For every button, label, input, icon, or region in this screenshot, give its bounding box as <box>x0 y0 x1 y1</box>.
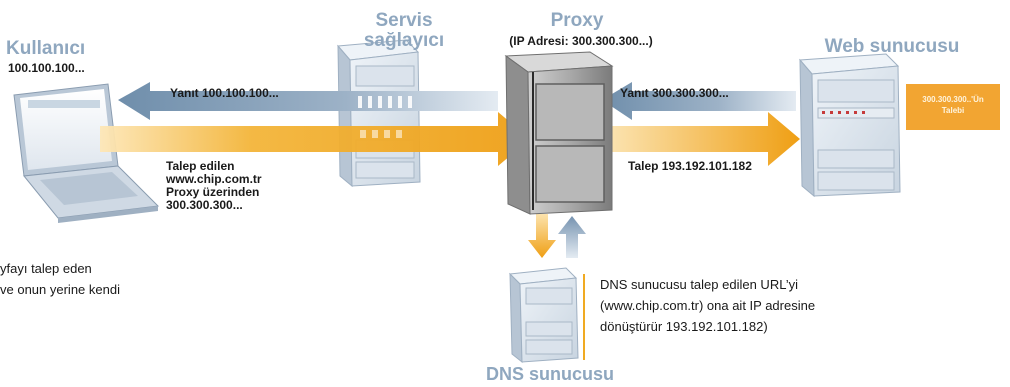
web-request-sticker-label: 300.300.300..'Ün Talebi <box>906 94 1000 116</box>
request-arrow-to-web <box>610 112 800 166</box>
web-request-sticker <box>906 84 1000 130</box>
request-arrow-to-dns <box>528 214 556 258</box>
dns-server-title: DNS sunucusu <box>485 364 614 384</box>
reply-arrow-from-dns <box>558 216 586 258</box>
web-sticker-line2: Talebi <box>941 106 965 115</box>
request-from-user-label: Talep edilen www.chip.com.tr Proxy üzeri… <box>166 160 262 212</box>
web-server-icon <box>798 53 1000 198</box>
reply-arrow-to-proxy <box>602 82 796 120</box>
provider-server-icon <box>336 39 421 188</box>
request-line-1: Talep edilen <box>166 159 235 173</box>
provider-title-line2: sağlayıcı <box>363 30 445 51</box>
request-line-4: 300.300.300... <box>166 198 243 212</box>
user-ip-label: 100.100.100... <box>8 61 85 75</box>
request-to-web-label: Talep 193.192.101.182 <box>628 159 752 173</box>
dns-note-line1: DNS sunucusu talep edilen URL’yi <box>600 277 798 292</box>
web-server-title: Web sunucusu <box>824 36 960 57</box>
request-line-3: Proxy üzerinden <box>166 185 260 199</box>
proxy-ip-label: (IP Adresi: 300.300.300...) <box>509 34 653 48</box>
dns-note-line2: (www.chip.com.tr) ona ait IP adresine <box>600 298 816 313</box>
left-note-line1: yfayı talep eden <box>0 261 92 276</box>
request-line-2: www.chip.com.tr <box>166 172 262 186</box>
dns-note: DNS sunucusu talep edilen URL’yi (www.ch… <box>600 274 815 337</box>
reply-arrow-to-user <box>118 82 498 120</box>
proxy-title: Proxy <box>550 10 604 31</box>
web-sticker-line1: 300.300.300..'Ün <box>922 95 984 104</box>
dns-server-icon <box>508 267 585 364</box>
left-note: yfayı talep eden ve onun yerine kendi <box>0 258 120 300</box>
reply-to-user-label: Yanıt 100.100.100... <box>170 86 279 100</box>
proxy-server-icon <box>504 51 614 215</box>
laptop-icon <box>13 83 160 223</box>
dns-note-line3: dönüştürür 193.192.101.182) <box>600 319 768 334</box>
left-note-line2: ve onun yerine kendi <box>0 282 120 297</box>
reply-to-proxy-label: Yanıt 300.300.300... <box>620 86 729 100</box>
request-arrow-from-user <box>100 112 530 166</box>
provider-title-line1: Servis <box>375 10 433 31</box>
user-title: Kullanıcı <box>6 38 86 59</box>
